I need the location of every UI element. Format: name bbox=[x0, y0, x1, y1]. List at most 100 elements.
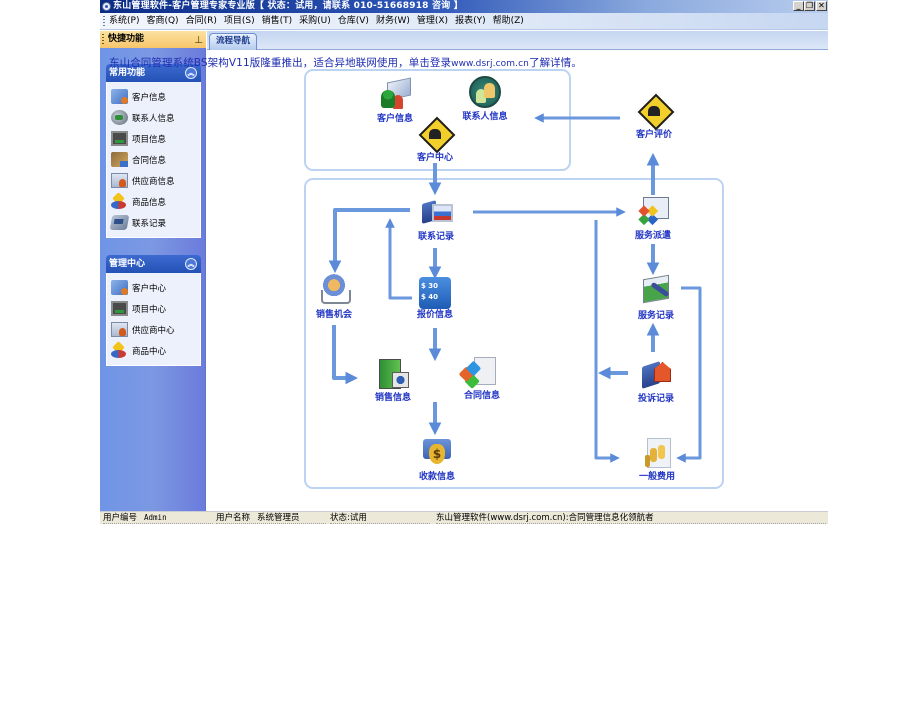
banner-text: 东山合同管理系统BS架构V11版隆重推出，适合异地联网使用，单击登录 bbox=[109, 57, 452, 69]
chevron-double-up-icon[interactable]: ︽ bbox=[185, 258, 197, 270]
menu-bar: 系统(P) 客商(Q) 合同(R) 项目(S) 销售(T) 采购(U) 仓库(V… bbox=[100, 13, 828, 30]
flow-node-sales-info[interactable]: 销售信息 bbox=[358, 357, 428, 403]
status-user-id: 用户编号 Admin bbox=[103, 512, 213, 524]
group-body: 客户中心 项目中心 供应商中心 商品中心 bbox=[106, 273, 201, 366]
panel-grip-icon[interactable] bbox=[102, 34, 104, 45]
flow-node-label: 联系人信息 bbox=[462, 112, 508, 122]
flow-node-label: 收款信息 bbox=[418, 472, 455, 482]
contract-document-icon bbox=[466, 355, 498, 387]
flow-node-general-expense[interactable]: 一般费用 bbox=[622, 436, 692, 482]
product-icon bbox=[111, 343, 128, 358]
contract-icon bbox=[111, 152, 128, 167]
shortcut-label: 供应商中心 bbox=[132, 325, 175, 336]
shortcut-customer-center[interactable]: 客户中心 bbox=[111, 277, 200, 298]
shortcut-product-center[interactable]: 商品中心 bbox=[111, 340, 200, 361]
banner-url-link[interactable]: www.dsrj.com.cn bbox=[451, 59, 529, 69]
tab-strip: 流程导航 bbox=[207, 31, 828, 50]
promo-banner[interactable]: 东山合同管理系统BS架构V11版隆重推出，适合异地联网使用，单击登录www.ds… bbox=[109, 55, 582, 70]
restore-button[interactable]: ❐ bbox=[804, 1, 815, 11]
status-mode-text: 状态:试用 bbox=[330, 513, 367, 523]
flow-node-payment-info[interactable]: 收款信息 bbox=[402, 436, 472, 482]
service-tools-icon bbox=[640, 275, 672, 307]
shortcut-product-info[interactable]: 商品信息 bbox=[111, 191, 200, 212]
flow-node-customer-evaluation[interactable]: 客户评价 bbox=[619, 94, 689, 140]
shortcut-contact-record[interactable]: 联系记录 bbox=[109, 212, 200, 233]
status-user-name: 用户名称系统管理员 bbox=[216, 512, 326, 524]
menu-finance[interactable]: 财务(W) bbox=[375, 16, 410, 26]
product-icon bbox=[111, 194, 128, 209]
flow-node-service-record[interactable]: 服务记录 bbox=[621, 275, 691, 321]
flow-node-label: 销售机会 bbox=[315, 310, 352, 320]
shortcut-panel-header: 快捷功能 ⊥ bbox=[100, 31, 206, 48]
user-id-value: Admin bbox=[144, 513, 167, 522]
shortcut-supplier-info[interactable]: 供应商信息 bbox=[111, 170, 200, 191]
company-text: 东山管理软件(www.dsrj.com.cn):合同管理信息化领航者 bbox=[436, 513, 654, 523]
menu-management[interactable]: 管理(X) bbox=[416, 16, 449, 26]
flow-node-quotation[interactable]: 报价信息 bbox=[400, 274, 470, 320]
shortcut-project-center[interactable]: 项目中心 bbox=[111, 298, 200, 319]
close-button[interactable]: ✕ bbox=[816, 1, 827, 11]
flow-node-label: 投诉记录 bbox=[637, 394, 674, 404]
contact-icon bbox=[111, 110, 128, 125]
shortcut-label: 项目信息 bbox=[132, 134, 167, 145]
menu-help[interactable]: 帮助(Z) bbox=[492, 16, 524, 26]
shortcut-panel: 快捷功能 ⊥ 常用功能 ︽ 客户信息 联系人信息 项目信息 bbox=[100, 31, 206, 511]
sales-info-icon bbox=[377, 357, 409, 389]
user-name-label: 用户名称 bbox=[216, 513, 251, 523]
menu-warehouse[interactable]: 仓库(V) bbox=[337, 16, 369, 26]
flow-node-label: 一般费用 bbox=[638, 472, 675, 482]
menu-project[interactable]: 项目(S) bbox=[223, 16, 255, 26]
menu-contract[interactable]: 合同(R) bbox=[185, 16, 217, 26]
shortcut-label: 客户中心 bbox=[132, 283, 167, 294]
supplier-icon bbox=[111, 173, 128, 188]
flow-node-sales-opportunity[interactable]: 销售机会 bbox=[299, 274, 369, 320]
shortcut-contact-info[interactable]: 联系人信息 bbox=[111, 107, 200, 128]
flow-node-contact-info[interactable]: 联系人信息 bbox=[450, 76, 520, 122]
minimize-button[interactable]: _ bbox=[793, 1, 804, 11]
group-header[interactable]: 管理中心 ︽ bbox=[106, 255, 201, 273]
menu-partners[interactable]: 客商(Q) bbox=[146, 16, 179, 26]
flow-node-label: 报价信息 bbox=[416, 310, 453, 320]
shortcut-label: 商品中心 bbox=[132, 346, 167, 357]
shortcut-label: 客户信息 bbox=[132, 92, 167, 103]
user-name-value: 系统管理员 bbox=[257, 513, 300, 523]
menu-system[interactable]: 系统(P) bbox=[109, 16, 140, 26]
shortcut-contract-info[interactable]: 合同信息 bbox=[111, 149, 200, 170]
user-id-label: 用户编号 bbox=[103, 513, 138, 523]
flow-node-contract-info[interactable]: 合同信息 bbox=[447, 355, 517, 401]
shortcut-customer-info[interactable]: 客户信息 bbox=[111, 86, 200, 107]
banner-suffix: 了解详情。 bbox=[528, 57, 582, 69]
flow-node-label: 客户评价 bbox=[635, 130, 672, 140]
app-icon bbox=[102, 2, 111, 11]
toolbar-grip-icon[interactable] bbox=[103, 16, 105, 27]
tab-flow-navigation[interactable]: 流程导航 bbox=[209, 33, 257, 50]
group-common-functions: 常用功能 ︽ 客户信息 联系人信息 项目信息 合同信息 bbox=[106, 64, 201, 238]
menu-sales[interactable]: 销售(T) bbox=[261, 16, 293, 26]
shortcut-label: 商品信息 bbox=[132, 197, 167, 208]
group-header[interactable]: 常用功能 ︽ bbox=[106, 64, 201, 82]
service-dispatch-icon bbox=[637, 195, 669, 227]
menu-purchase[interactable]: 采购(U) bbox=[299, 16, 331, 26]
flow-node-service-dispatch[interactable]: 服务派遣 bbox=[618, 195, 688, 241]
title-bar: 东山管理软件-客户管理专家专业版【 状态：试用，请联系 010-51668918… bbox=[100, 0, 828, 13]
expense-coins-icon bbox=[641, 436, 673, 468]
flow-node-label: 销售信息 bbox=[374, 393, 411, 403]
shortcut-project-info[interactable]: 项目信息 bbox=[111, 128, 200, 149]
flow-node-customer-center[interactable]: 客户中心 bbox=[400, 117, 470, 163]
shortcut-supplier-center[interactable]: 供应商中心 bbox=[111, 319, 200, 340]
menu-reports[interactable]: 报表(Y) bbox=[455, 16, 486, 26]
pin-icon[interactable]: ⊥ bbox=[194, 35, 203, 46]
shortcut-label: 项目中心 bbox=[132, 304, 167, 315]
chevron-double-up-icon[interactable]: ︽ bbox=[185, 67, 197, 79]
flow-node-complaint-record[interactable]: 投诉记录 bbox=[621, 358, 691, 404]
flow-node-contact-record[interactable]: 联系记录 bbox=[401, 196, 471, 242]
complaint-icon bbox=[640, 358, 672, 390]
price-tag-icon bbox=[419, 277, 451, 309]
customer-icon bbox=[111, 280, 128, 295]
flow-node-label: 合同信息 bbox=[463, 391, 500, 401]
customer-icon bbox=[111, 89, 128, 104]
flow-node-customer-info[interactable]: 客户信息 bbox=[360, 78, 430, 124]
project-icon bbox=[111, 131, 128, 146]
status-bar: 用户编号 Admin 用户名称系统管理员 状态:试用 东山管理软件(www.dsr… bbox=[100, 511, 828, 524]
flow-node-label: 服务记录 bbox=[637, 311, 674, 321]
